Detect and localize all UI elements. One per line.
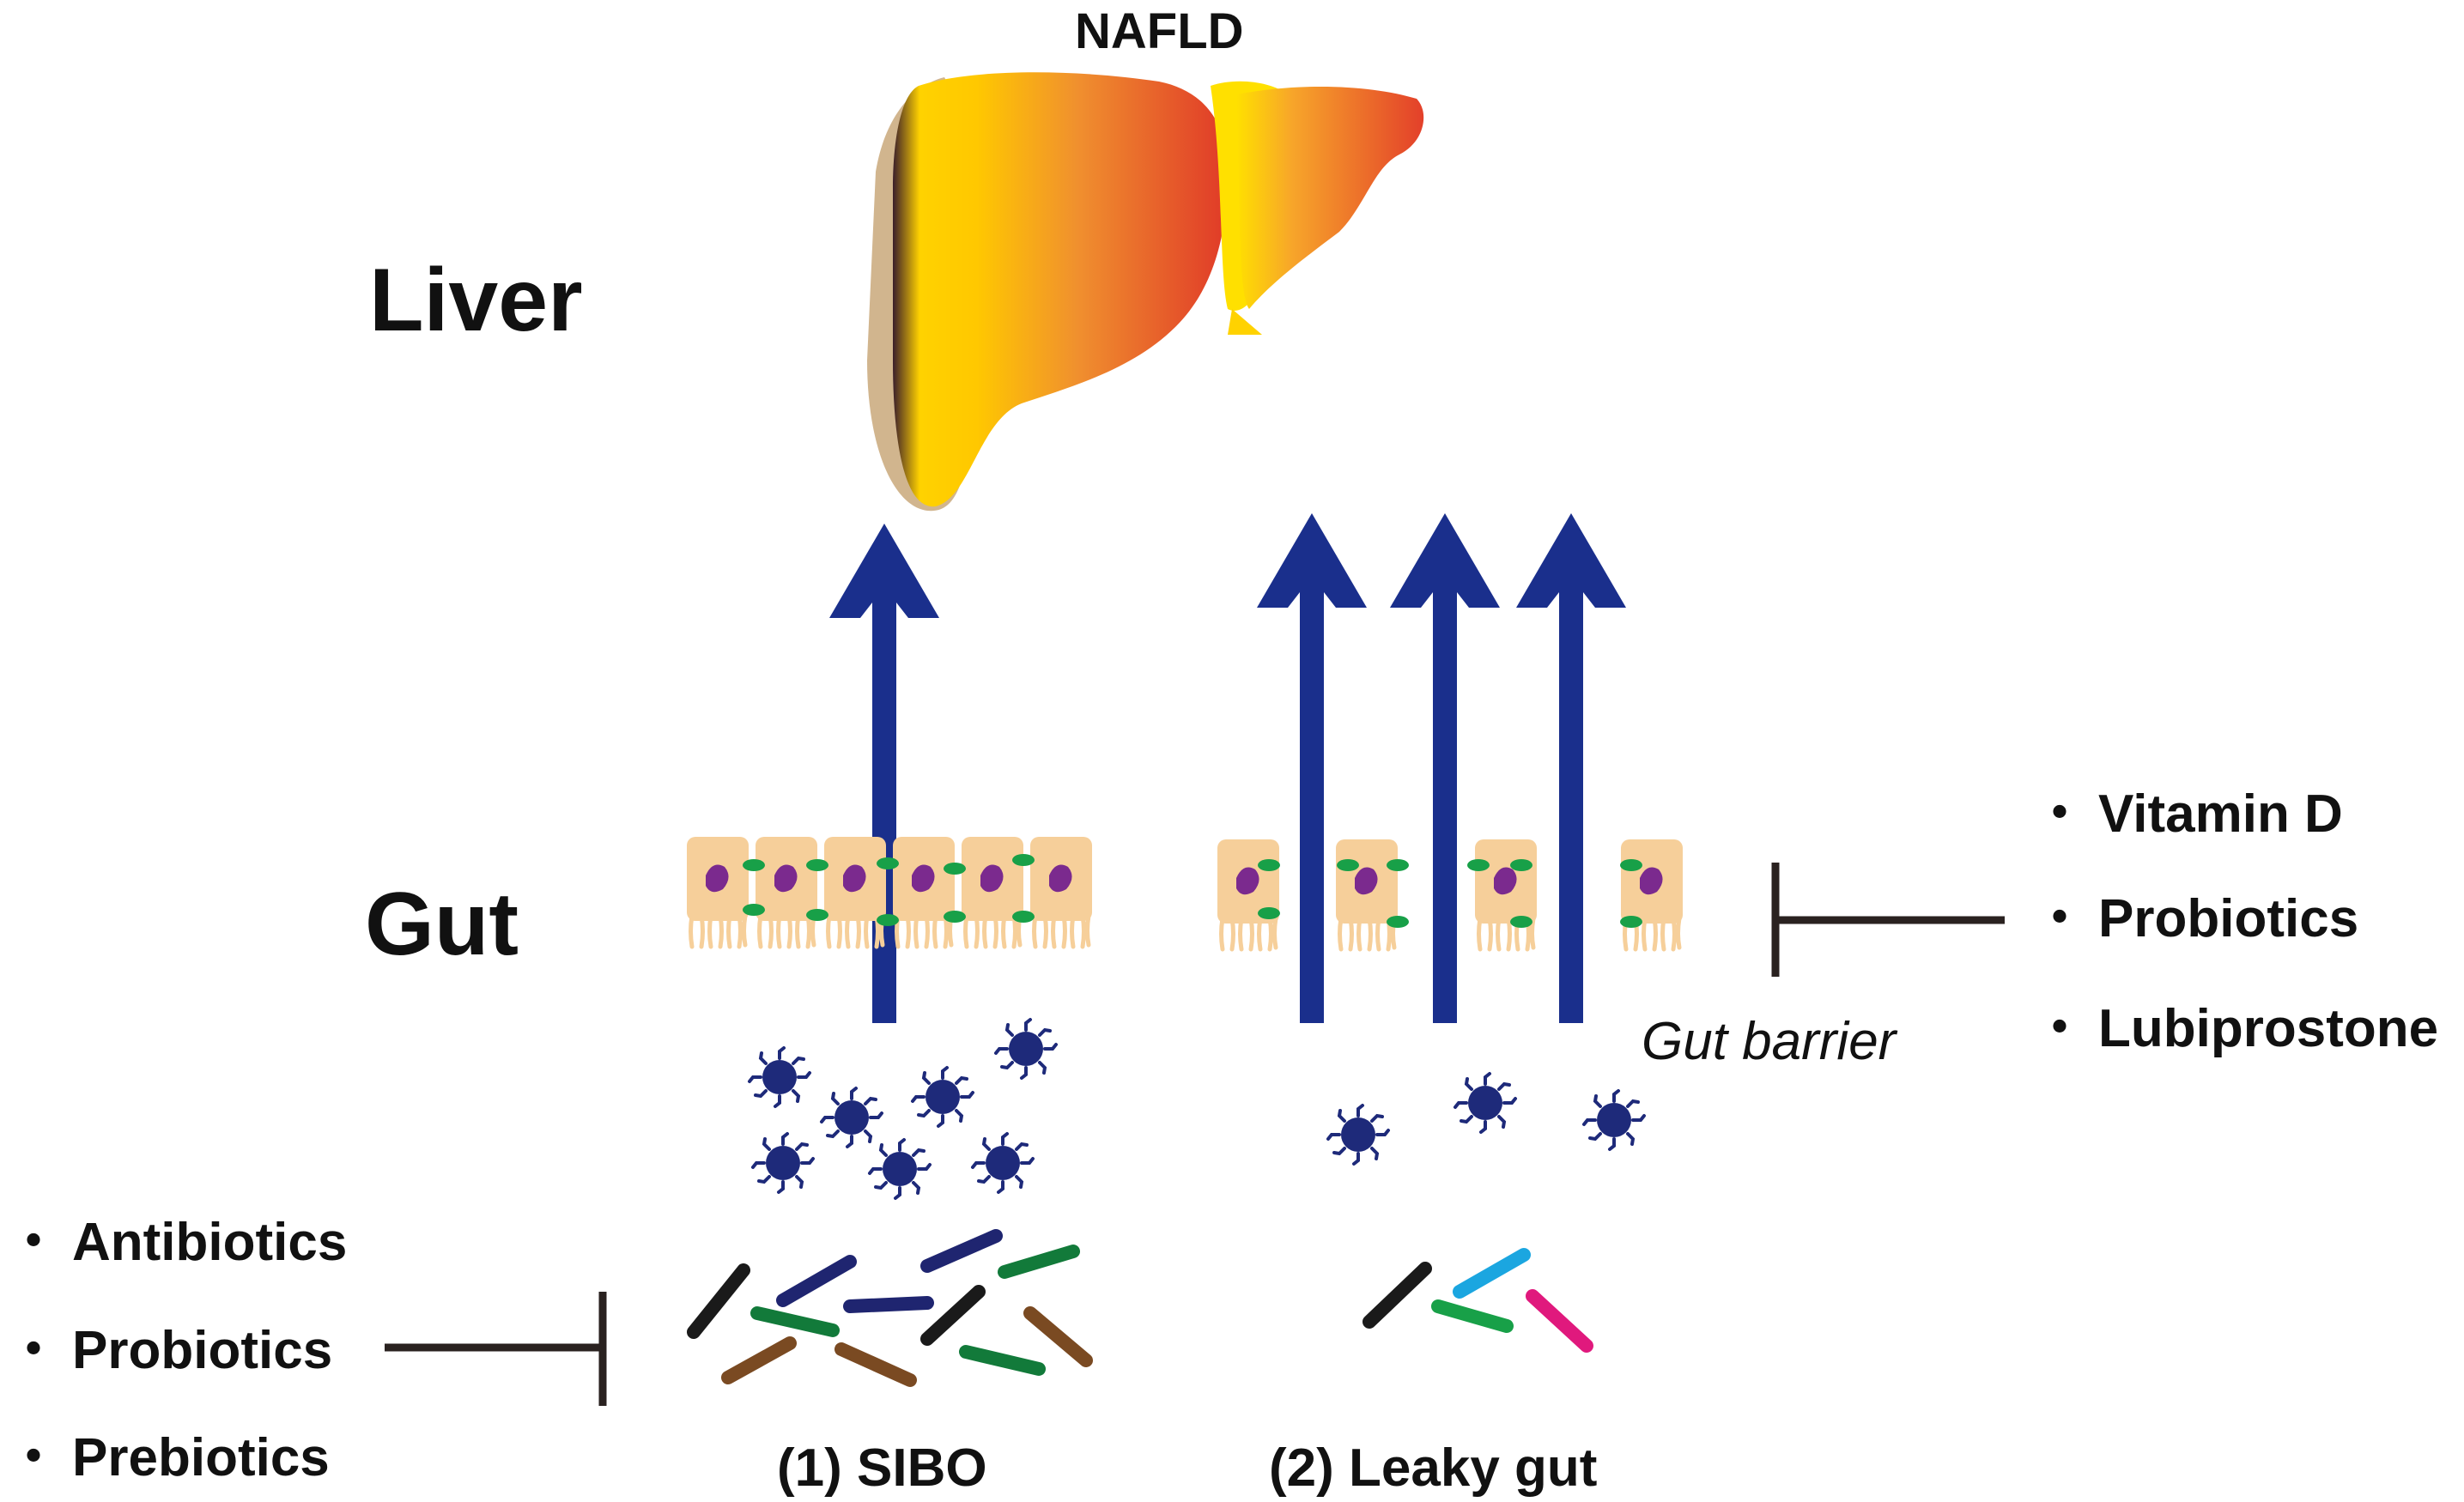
tight-junction <box>1258 907 1280 919</box>
epithelial-cell <box>1621 839 1683 949</box>
liver-lobe-tip <box>1228 309 1262 335</box>
up-arrow <box>1516 513 1626 1023</box>
tight-junction <box>944 863 966 875</box>
liver-label: Liver <box>369 251 583 350</box>
gut-barrier-label: Gut barrier <box>1642 1012 1897 1071</box>
nucleus <box>1640 867 1663 895</box>
epithelial-cell <box>1030 837 1092 947</box>
tight-junction <box>1620 859 1642 871</box>
tight-junction <box>1258 859 1280 871</box>
tight-junction <box>877 914 899 926</box>
bacterium-icon <box>994 1018 1058 1080</box>
up-arrow <box>1257 513 1367 1023</box>
tight-junction <box>1387 859 1409 871</box>
bullet-icon: ・ <box>7 1321 61 1380</box>
epithelial-cell <box>893 837 955 947</box>
left-treatment-item: ・Probiotics <box>7 1321 333 1380</box>
tight-junction <box>877 857 899 869</box>
epithelial-cell <box>1475 839 1537 949</box>
epithelial-cell <box>756 837 817 947</box>
nucleus <box>1355 867 1378 895</box>
tight-junction <box>1012 911 1035 923</box>
liver-illustration <box>867 72 1424 512</box>
tight-junction <box>1012 854 1035 866</box>
bullet-icon: ・ <box>7 1213 61 1272</box>
bacterium-icon <box>1326 1104 1390 1166</box>
tight-junction <box>806 909 828 921</box>
arrow-group <box>829 513 1626 1023</box>
bacteria-group <box>748 1018 1646 1200</box>
right-treatment-item: ・Probiotics <box>2033 889 2359 948</box>
tight-junction <box>743 859 765 871</box>
tight-junction <box>1510 916 1532 928</box>
inhibitor-right <box>1771 863 2005 977</box>
tight-junction <box>944 911 966 923</box>
tight-junction <box>1467 859 1490 871</box>
bacterium-icon <box>971 1132 1035 1194</box>
tight-junction <box>1510 859 1532 871</box>
bullet-icon: ・ <box>2033 784 2087 844</box>
mechanism-leaky-gut-label: (2) Leaky gut <box>1269 1438 1598 1498</box>
tight-junction <box>806 859 828 871</box>
nucleus <box>1049 864 1072 893</box>
nucleus <box>1494 867 1517 895</box>
mechanism-sibo-label: (1) SIBO <box>777 1438 987 1498</box>
left-treatment-item: ・Prebiotics <box>7 1428 330 1487</box>
nucleus <box>912 864 935 893</box>
epithelial-cell <box>962 837 1023 947</box>
left-treatment-item: ・Antibiotics <box>7 1213 348 1272</box>
bacterium-icon <box>911 1066 974 1128</box>
tight-junction <box>1337 859 1359 871</box>
bacterium-icon <box>1582 1089 1646 1151</box>
epithelial-cell <box>1217 839 1279 949</box>
tight-junction <box>1620 916 1642 928</box>
bullet-icon: ・ <box>7 1428 61 1487</box>
tight-junction <box>743 904 765 916</box>
bacterium-icon <box>748 1046 811 1108</box>
nucleus <box>706 864 729 893</box>
right-treatment-item: ・Lubiprostone <box>2033 999 2439 1058</box>
rod-bacteria-sibo <box>687 1229 1093 1387</box>
nucleus <box>843 864 866 893</box>
bacterium-icon <box>1454 1072 1517 1134</box>
bacterium-icon <box>751 1132 815 1194</box>
gut-epithelium-sibo <box>687 837 1092 947</box>
nucleus <box>774 864 798 893</box>
right-treatment-item: ・Vitamin D <box>2033 784 2343 844</box>
title-nafld: NAFLD <box>1075 3 1244 59</box>
tight-junction <box>1387 916 1409 928</box>
liver-right-lobe <box>893 72 1228 507</box>
nucleus <box>980 864 1004 893</box>
epithelial-cell <box>1336 839 1398 949</box>
bacterium-icon <box>820 1087 883 1148</box>
up-arrow <box>829 524 939 1023</box>
bullet-icon: ・ <box>2033 889 2087 948</box>
gut-epithelium-leaky <box>1217 839 1683 949</box>
nucleus <box>1236 867 1259 895</box>
rod-bacteria-leaky <box>1362 1248 1593 1353</box>
liver-left-lobe <box>1236 86 1424 309</box>
epithelial-cell <box>687 837 749 947</box>
bacterium-icon <box>868 1138 932 1200</box>
epithelial-cell <box>824 837 886 947</box>
bullet-icon: ・ <box>2033 999 2087 1058</box>
gut-label: Gut <box>365 875 519 974</box>
inhibitor-left <box>385 1292 607 1406</box>
up-arrow <box>1390 513 1500 1023</box>
